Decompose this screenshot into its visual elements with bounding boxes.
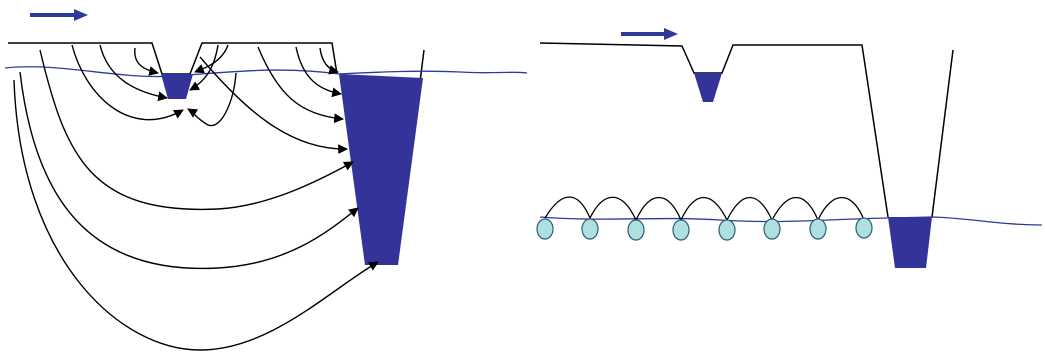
flow-line: [295, 46, 342, 98]
large-channel-water: [339, 74, 423, 265]
sediment-bead: [763, 218, 781, 240]
flow-line: [189, 44, 219, 91]
small-channel-water: [694, 73, 722, 102]
flow-arrow-icon: [30, 9, 88, 21]
flow-lines: [13, 44, 379, 351]
sediment-bead: [855, 217, 873, 239]
ground-surface: [539, 42, 954, 218]
flow-line: [71, 44, 184, 121]
flow-line: [199, 56, 348, 155]
ground-surface: [8, 42, 338, 75]
small-channel-water: [161, 74, 193, 99]
bead-chain: [536, 217, 873, 241]
flow-arrow-icon: [621, 28, 678, 40]
sediment-bead: [672, 219, 690, 241]
sediment-bead: [809, 218, 827, 240]
hyporheic-loops: [544, 196, 865, 222]
flow-line: [99, 44, 168, 102]
sediment-bead: [627, 219, 645, 241]
water-table: [4, 66, 528, 78]
sediment-bead: [536, 218, 554, 240]
flow-line: [39, 49, 354, 211]
right-panel: [536, 28, 1043, 268]
flow-line: [257, 46, 344, 124]
flow-line: [19, 71, 359, 270]
flow-line: [319, 47, 339, 75]
flow-line: [134, 47, 159, 76]
flow-line: [187, 72, 237, 127]
left-panel: [4, 9, 528, 351]
flow-line: [13, 79, 379, 351]
sediment-bead: [718, 219, 736, 241]
sediment-bead: [581, 218, 599, 240]
large-channel-water: [888, 217, 932, 268]
water-table: [539, 216, 1043, 226]
